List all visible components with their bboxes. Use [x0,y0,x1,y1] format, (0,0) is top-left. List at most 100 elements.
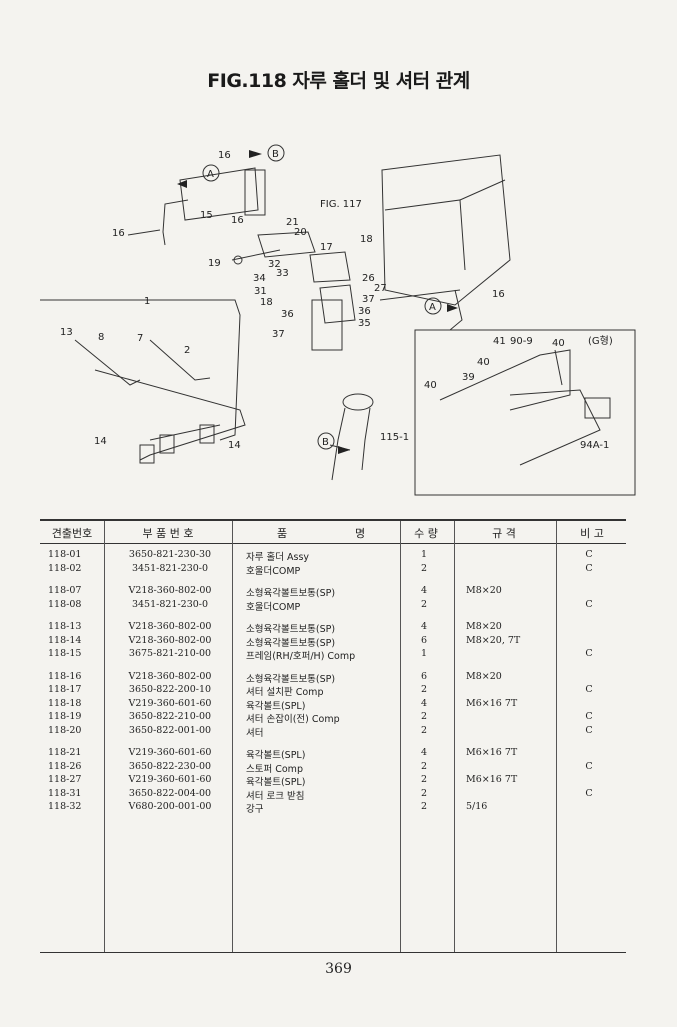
cell-part-no: 3451-821-230-0 [131,562,209,574]
column-divider [556,521,557,952]
table-row: 118-17 3650-822-200-10 셔터 설치판 Comp 2 C [40,684,626,698]
cell-part-no: V218-360-802-00 [128,670,212,682]
table-row: 118-08 3451-821-230-0 호울더COMP 2 C [40,599,626,613]
cell-index-no: 118-01 [48,549,82,560]
table-row: 118-19 3650-822-210-00 셔터 손잡이(전) Comp 2 … [40,711,626,725]
cell-qty: 4 [420,697,428,709]
header-name-1: 품 [276,527,288,540]
cell-note: C [585,648,593,659]
cell-index-no: 118-27 [48,774,82,785]
cell-note: C [585,724,593,736]
cell-index-no: 118-19 [48,711,82,722]
cell-index-no: 118-20 [48,724,82,736]
cell-name: 호울더COMP [246,565,301,577]
cell-index-no: 118-17 [48,684,82,695]
table-row: 118-27 V219-360-601-60 육각볼트(SPL) 2 M6×16… [40,774,626,788]
svg-text:18: 18 [360,234,373,245]
cell-part-no: V219-360-601-60 [128,774,212,785]
cell-part-no: V218-360-802-00 [128,634,212,646]
cell-name: 셔터 손잡이(전) Comp [246,714,340,725]
table-row: 118-07 V218-360-802-00 소형육각볼트보통(SP) 4 M8… [40,585,626,599]
svg-text:94A-1: 94A-1 [580,440,609,451]
svg-text:8: 8 [98,332,104,343]
svg-text:35: 35 [358,318,371,329]
svg-text:20: 20 [294,227,307,238]
cell-qty: 4 [420,585,428,596]
exploded-parts-diagram: 16 B A 15 16 16 21 20 17 18 19 32 33 34 … [40,140,640,500]
svg-text:13: 13 [60,327,73,338]
table-row: 118-14 V218-360-802-00 소형육각볼트보통(SP) 6 M8… [40,635,626,649]
cell-qty: 2 [420,801,428,812]
cell-spec: M8×20, 7T [466,634,521,646]
cell-qty: 2 [420,684,428,695]
svg-text:FIG. 117: FIG. 117 [320,199,362,210]
cell-note: C [585,711,593,722]
column-divider [104,521,105,952]
cell-index-no: 118-15 [48,648,82,659]
cell-name: 소형육각볼트보통(SP) [246,624,336,635]
svg-text:40: 40 [477,357,490,368]
svg-text:14: 14 [228,440,241,451]
cell-note: C [585,787,593,799]
cell-index-no: 118-13 [48,621,82,632]
cell-index-no: 118-31 [48,787,82,799]
cell-spec: M6×16 7T [466,697,518,709]
cell-name: 자루 홀더 Assy [246,552,310,563]
svg-text:36: 36 [281,309,294,320]
parts-table: 견출번호 부 품 번 호 품 명 수 량 규 격 비 고 118-01 3650… [40,519,626,953]
cell-index-no: 118-02 [48,562,82,574]
svg-text:16: 16 [231,215,244,226]
svg-text:21: 21 [286,217,299,228]
cell-index-no: 118-32 [48,801,82,812]
callout-16: 16 [218,150,231,161]
cell-part-no: 3650-821-230-30 [128,549,212,560]
cell-name: 육각볼트(SPL) [246,700,306,712]
cell-part-no: V218-360-802-00 [128,621,212,632]
cell-name: 육각볼트(SPL) [246,777,306,788]
cell-name: 프레임(RH/호퍼/H) Comp [246,651,356,662]
svg-text:18: 18 [260,297,273,308]
svg-text:16: 16 [112,228,125,239]
cell-note: C [585,598,593,610]
cell-qty: 1 [420,648,428,659]
cell-spec: M8×20 [466,621,502,632]
cell-note: C [585,562,593,574]
cell-qty: 2 [420,711,428,722]
header-qty: 수 량 [414,527,438,540]
cell-spec: M6×16 7T [466,774,518,785]
table-header: 견출번호 부 품 번 호 품 명 수 량 규 격 비 고 [40,521,626,544]
svg-text:31: 31 [254,286,267,297]
svg-text:40: 40 [552,338,565,349]
table-body: 118-01 3650-821-230-30 자루 홀더 Assy 1 C 11… [40,549,626,815]
cell-note: C [585,760,593,772]
svg-text:2: 2 [184,345,190,356]
cell-index-no: 118-26 [48,760,82,772]
figure-title: FIG.118 자루 홀더 및 셔터 관계 [207,70,470,92]
cell-qty: 2 [420,774,428,785]
cell-qty: 2 [420,562,428,574]
svg-text:(G형): (G형) [588,335,613,347]
cell-part-no: V680-200-001-00 [128,801,212,812]
cell-name: 셔터 로크 받침 [246,790,305,802]
cell-note: C [585,549,593,560]
cell-qty: 2 [420,787,428,799]
table-row: 118-02 3451-821-230-0 호울더COMP 2 C [40,563,626,577]
cell-qty: 4 [420,621,428,632]
svg-text:26: 26 [362,273,375,284]
table-row: 118-15 3675-821-210-00 프레임(RH/호퍼/H) Comp… [40,648,626,662]
header-note: 비 고 [580,527,604,540]
cell-index-no: 118-14 [48,634,82,646]
svg-text:90-9: 90-9 [510,336,533,347]
svg-text:16: 16 [492,289,505,300]
diagram-drawing: 16 B A 15 16 16 21 20 17 18 19 32 33 34 … [40,144,636,496]
cell-name: 호울더COMP [246,601,301,613]
cell-index-no: 118-21 [48,747,82,758]
table-row: 118-13 V218-360-802-00 소형육각볼트보통(SP) 4 M8… [40,621,626,635]
svg-text:14: 14 [94,436,107,447]
cell-part-no: V219-360-601-60 [128,747,212,758]
header-index-no: 견출번호 [51,527,93,540]
cell-qty: 6 [420,634,428,646]
svg-text:115-1: 115-1 [380,432,409,443]
cell-qty: 2 [420,724,428,736]
svg-text:39: 39 [462,372,475,383]
